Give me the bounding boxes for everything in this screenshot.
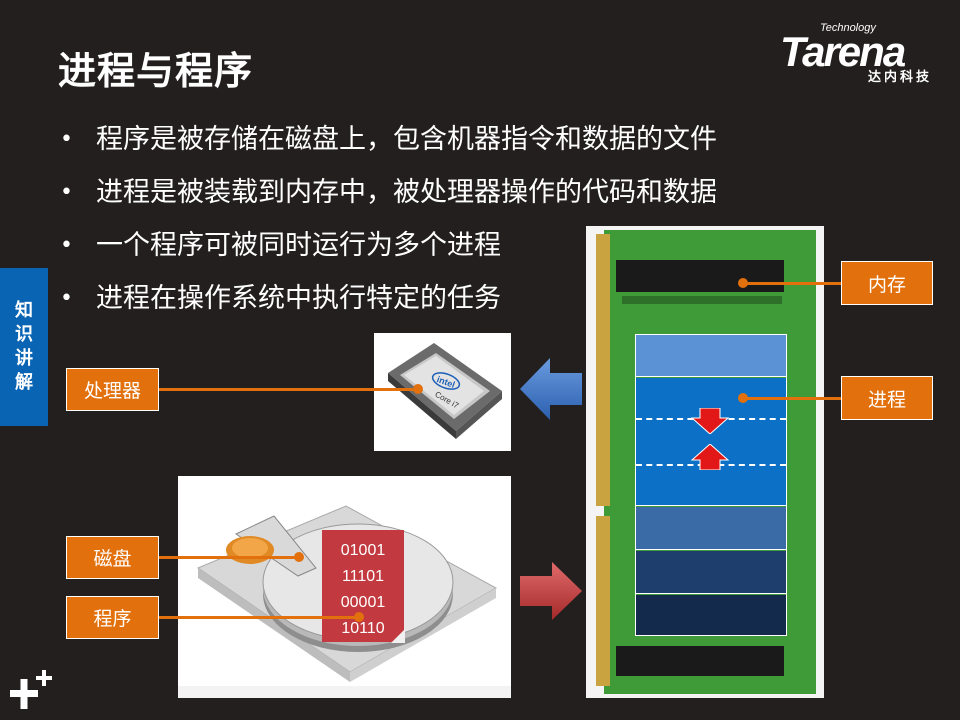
bullet-text: 一个程序可被同时运行为多个进程 [96, 230, 501, 261]
bullet-list: • 程序是被存储在磁盘上，包含机器指令和数据的文件 • 进程是被装载到内存中，被… [60, 118, 880, 330]
bullet-dot: • [60, 180, 73, 205]
knowledge-tab: 知 识 讲 解 [0, 268, 48, 426]
disk-connector [158, 556, 298, 559]
bullet-dot: • [60, 286, 73, 311]
program-connector [158, 616, 358, 619]
binary-line: 00001 [340, 594, 386, 611]
page-title: 进程与程序 [58, 49, 254, 93]
hard-disk-icon [178, 476, 511, 698]
logo-brand: Tarena [780, 28, 906, 75]
bullet-dot: • [60, 233, 73, 258]
tarena-logo: Technology Tarena 达内科技 [780, 22, 948, 85]
bullet-item: • 进程在操作系统中执行特定的任务 [60, 277, 880, 330]
memory-connector [744, 282, 842, 285]
binary-line: 10110 [341, 620, 385, 637]
blue-left-arrow-icon [520, 358, 582, 420]
red-right-arrow-icon [520, 562, 582, 620]
bullet-item: • 一个程序可被同时运行为多个进程 [60, 224, 880, 277]
process-label: 进程 [841, 376, 933, 420]
logo-subtitle: 达内科技 [868, 70, 933, 85]
memory-block [636, 595, 786, 635]
memory-block [636, 335, 786, 377]
memory-label: 内存 [841, 261, 933, 305]
bullet-text: 程序是被存储在磁盘上，包含机器指令和数据的文件 [96, 124, 717, 155]
tab-char: 解 [15, 372, 33, 393]
memory-map [635, 334, 787, 636]
processor-label: 处理器 [66, 368, 159, 411]
bullet-dot: • [60, 127, 73, 152]
bullet-text: 进程是被装载到内存中，被处理器操作的代码和数据 [96, 177, 717, 208]
logo-tagline: Technology [820, 22, 876, 34]
processor-connector-dot [413, 384, 423, 394]
cpu-image: intel Core i7 [374, 333, 511, 451]
memory-connector-dot [738, 278, 748, 288]
red-down-arrow-icon [690, 408, 730, 434]
memory-block [636, 507, 786, 550]
disk-label: 磁盘 [66, 536, 159, 579]
program-connector-dot [354, 612, 364, 622]
tab-char: 讲 [15, 348, 33, 369]
bullet-item: • 程序是被存储在磁盘上，包含机器指令和数据的文件 [60, 118, 880, 171]
program-label: 程序 [66, 596, 159, 639]
disk-connector-dot [294, 552, 304, 562]
binary-data-overlay: 01001 11101 00001 10110 [322, 530, 405, 643]
bullet-text: 进程在操作系统中执行特定的任务 [96, 283, 501, 314]
processor-connector [158, 388, 418, 391]
binary-line: 01001 [340, 542, 386, 559]
binary-line: 11101 [341, 568, 385, 585]
cpu-chip-icon: intel Core i7 [374, 333, 511, 451]
tab-char: 识 [15, 324, 33, 345]
plus-mark-icon [10, 670, 52, 709]
bullet-item: • 进程是被装载到内存中，被处理器操作的代码和数据 [60, 171, 880, 224]
memory-block [636, 551, 786, 594]
memory-module-image [586, 226, 824, 698]
hard-disk-image [178, 476, 511, 698]
process-connector-dot [738, 393, 748, 403]
red-up-arrow-icon [690, 444, 730, 470]
tab-char: 知 [15, 300, 33, 321]
process-connector [744, 397, 842, 400]
